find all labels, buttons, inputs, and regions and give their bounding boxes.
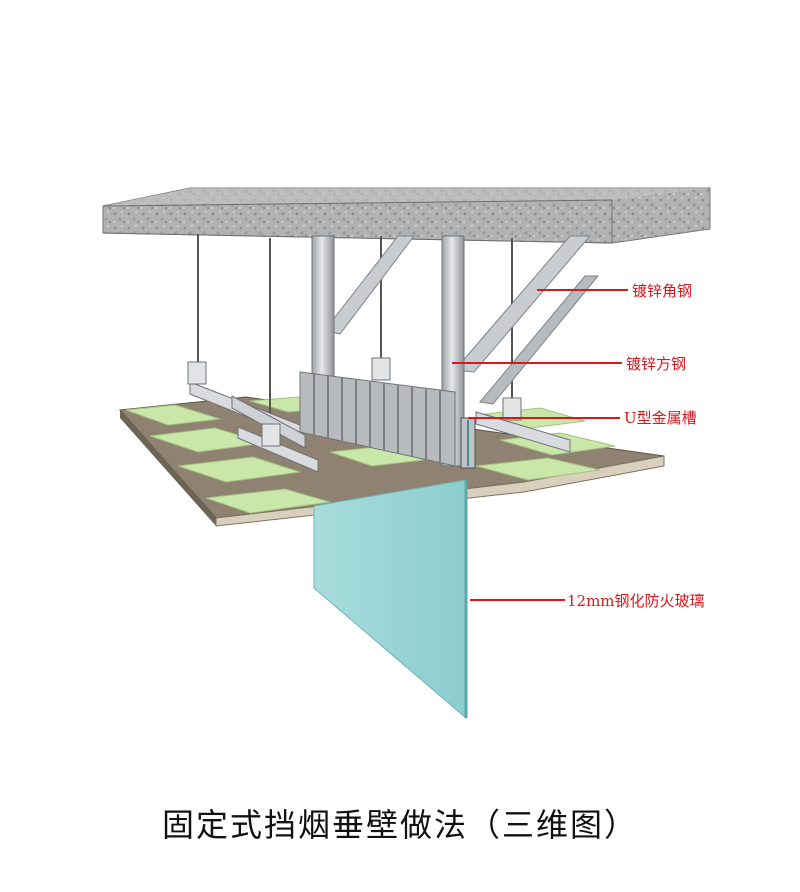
- concrete-slab: [102, 187, 711, 244]
- label-angle-steel: 镀锌角钢: [632, 282, 693, 300]
- figure-caption: 固定式挡烟垂壁做法（三维图）: [161, 806, 638, 844]
- fire-resistant-glass: [313, 479, 468, 720]
- galvanized-square-steel: [311, 235, 465, 467]
- metal-keels: [187, 357, 571, 473]
- label-u-channel: U型金属槽: [624, 409, 697, 427]
- label-square-steel: 镀锌方钢: [626, 355, 687, 373]
- callout-lines: [452, 289, 628, 601]
- label-glass: 12mm钢化防火玻璃: [567, 592, 705, 610]
- ribbed-wall: [299, 371, 456, 467]
- galvanized-angle-steel: [324, 235, 600, 405]
- u-metal-channel: [460, 417, 476, 469]
